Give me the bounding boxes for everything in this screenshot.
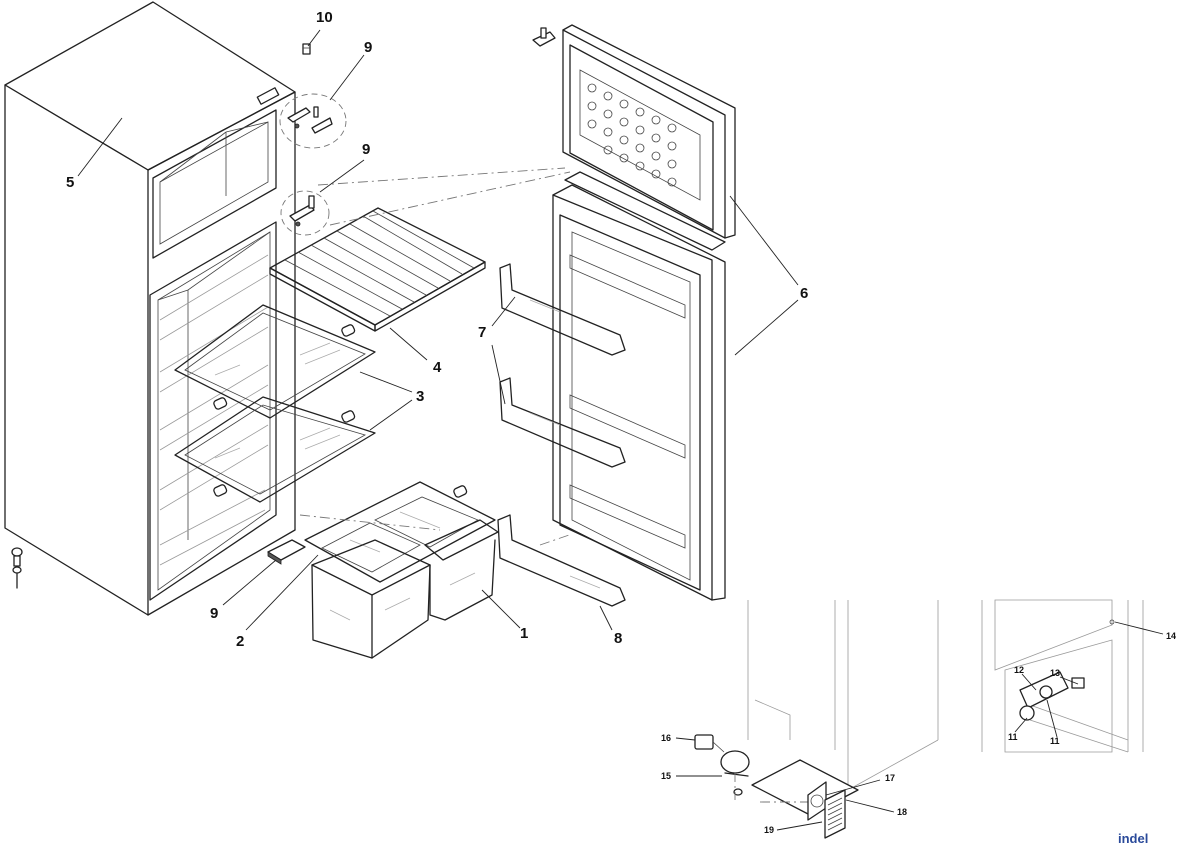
part-labels: 5 10 9 9 4 3 7 6 9 2 1 8 16 15 17 18 19 … [66, 9, 1176, 835]
label-part-14: 14 [1166, 631, 1176, 641]
glass-shelf-upper [174, 304, 376, 419]
label-part-5: 5 [66, 174, 74, 191]
label-part-8: 8 [614, 630, 622, 647]
label-part-9-top: 9 [364, 39, 372, 56]
label-part-2: 2 [236, 633, 244, 650]
bottom-hinge-plate [267, 539, 306, 565]
label-part-9-middle: 9 [362, 141, 370, 158]
label-part-1: 1 [520, 625, 528, 642]
rear-inset-cabinet [747, 600, 939, 791]
label-part-6: 6 [800, 285, 808, 302]
cabinet-body [4, 1, 296, 616]
label-part-10: 10 [316, 9, 333, 26]
freezer-door-dimples [587, 83, 677, 187]
middle-hinge-assembly [280, 190, 330, 236]
crisper-drawer-right [424, 519, 499, 621]
assembly-guide-lines [299, 167, 573, 546]
label-part-16: 16 [661, 733, 671, 743]
label-part-3: 3 [416, 388, 424, 405]
label-part-15: 15 [661, 771, 671, 781]
brand-logo: indel [1118, 831, 1148, 844]
label-part-9-bottom: 9 [210, 605, 218, 622]
screw-part-10 [302, 43, 311, 55]
crisper-drawer-left [311, 539, 431, 659]
freezer-door [562, 24, 736, 239]
label-part-12: 12 [1014, 665, 1024, 675]
label-part-18: 18 [897, 807, 907, 817]
door-rack-upper [499, 263, 626, 356]
fridge-door [552, 171, 726, 601]
freezer-door-top-hinge [532, 27, 556, 47]
label-part-17: 17 [885, 773, 895, 783]
freezer-wire-shelf [269, 207, 486, 332]
door-rack-bottom [497, 514, 626, 607]
leader-lines [77, 29, 1164, 831]
label-part-4: 4 [433, 359, 442, 376]
label-part-7: 7 [478, 324, 486, 341]
adjustable-foot [11, 547, 23, 589]
top-hinge-assembly [279, 93, 347, 149]
label-part-11-left: 11 [1008, 732, 1018, 742]
label-part-13: 13 [1050, 668, 1060, 678]
glass-shelf-lower [174, 396, 376, 503]
label-part-11-right: 11 [1050, 736, 1060, 746]
crisper-cover [304, 481, 496, 583]
compressor-assembly [694, 734, 859, 839]
door-rack-middle [499, 377, 626, 468]
label-part-19: 19 [764, 825, 774, 835]
shelf-support-clips [213, 324, 468, 498]
interior-inset [981, 599, 1144, 753]
